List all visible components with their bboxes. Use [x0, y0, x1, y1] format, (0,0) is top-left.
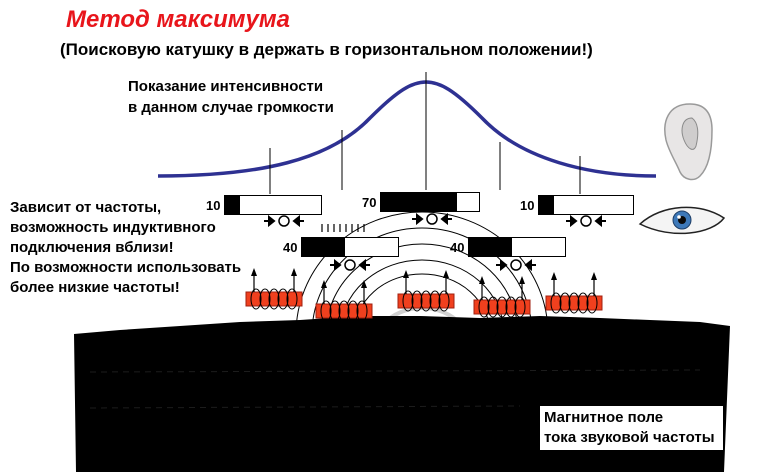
subtitle: (Поисковую катушку в держать в горизонта… — [60, 40, 593, 59]
meter-bar — [224, 195, 322, 215]
coil-icon — [315, 280, 373, 322]
frequency-note-line4: По возможности использовать — [10, 259, 242, 276]
arrow-icon — [479, 276, 485, 300]
pointer-indicator — [264, 214, 304, 232]
intensity-label-line1: Показание интенсивности — [128, 78, 324, 95]
arrow-icon — [524, 258, 536, 272]
hatch-marks — [321, 224, 365, 232]
pointer-indicator — [566, 214, 606, 232]
frequency-note-line3: подключения вблизи! — [10, 239, 174, 256]
frequency-note-line1: Зависит от частоты, — [10, 199, 162, 216]
meter-fill — [469, 238, 513, 256]
magnetic-field-label-line2: тока звуковой частоты — [544, 429, 715, 446]
pointer-indicator — [412, 212, 452, 230]
meter-value: 70 — [362, 195, 377, 210]
arrow-icon — [358, 258, 370, 272]
arrow-icon — [321, 280, 327, 304]
arrow-icon — [519, 276, 525, 300]
arrow-icon — [251, 268, 257, 292]
arrow-icon — [496, 258, 508, 272]
frequency-note-line5: более низкие частоты! — [10, 279, 180, 296]
coil-icon — [473, 276, 531, 318]
arrow-icon — [440, 212, 452, 226]
arrow-icon — [403, 270, 409, 294]
meter-bar — [380, 192, 480, 212]
arrow-icon — [591, 272, 597, 296]
meter-value: 10 — [520, 198, 535, 213]
magnetic-field-label: Магнитное поле тока звуковой частоты — [540, 406, 723, 450]
coil-icon — [397, 270, 455, 312]
frequency-note: Зависит от частоты, возможность индуктив… — [10, 198, 241, 298]
arrow-icon — [551, 272, 557, 296]
arrow-icon — [330, 258, 342, 272]
meter-bar — [301, 237, 399, 257]
meter-fill — [225, 196, 241, 214]
page-title: Метод максимума — [66, 6, 291, 33]
ground-texture — [89, 369, 701, 409]
arrow-icon — [361, 280, 367, 304]
pointer-indicator — [330, 258, 370, 276]
arrow-icon — [264, 214, 276, 228]
arrow-icon — [566, 214, 578, 228]
meter-value: 40 — [450, 240, 465, 255]
arrow-icon — [443, 270, 449, 294]
intensity-label-line2: в данном случае громкости — [128, 99, 334, 116]
meter-bar — [538, 195, 634, 215]
arrow-icon — [594, 214, 606, 228]
coil-icon — [545, 272, 603, 314]
meter-fill — [539, 196, 555, 214]
meter-bar — [468, 237, 566, 257]
magnetic-field-label-line1: Магнитное поле — [544, 409, 664, 426]
meter-fill — [302, 238, 346, 256]
coil-icon — [245, 268, 303, 310]
arrow-icon — [291, 268, 297, 292]
pointer-indicator — [496, 258, 536, 276]
intensity-label: Показание интенсивности в данном случае … — [128, 76, 334, 118]
arrow-icon — [412, 212, 424, 226]
meter-value: 40 — [283, 240, 298, 255]
frequency-note-line2: возможность индуктивного — [10, 219, 216, 236]
arrow-icon — [292, 214, 304, 228]
ear-icon — [664, 103, 713, 181]
eye-icon — [638, 206, 726, 235]
search-coils — [245, 268, 603, 322]
meter-value: 10 — [206, 198, 221, 213]
meter-fill — [381, 193, 458, 211]
